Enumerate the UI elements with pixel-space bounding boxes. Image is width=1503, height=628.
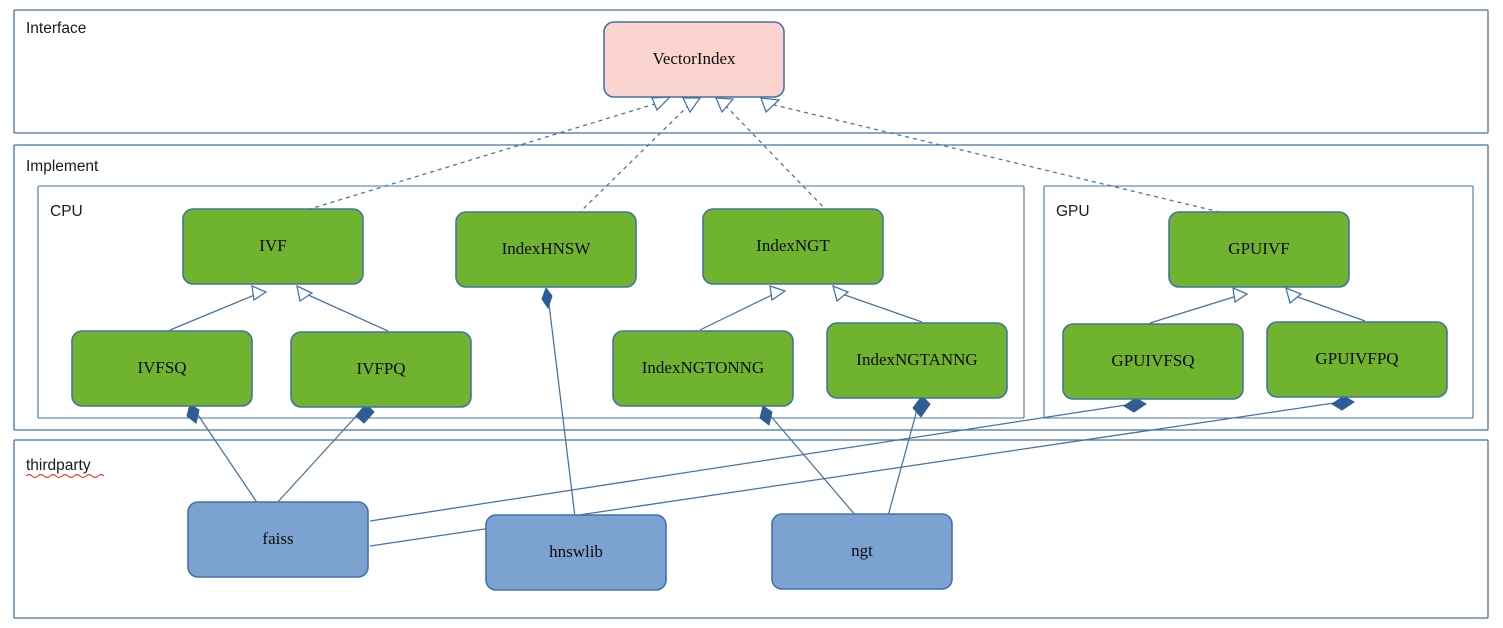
spellcheck-squiggle-icon — [25, 473, 105, 479]
edge-ivfsq-to-faiss — [195, 411, 259, 505]
diamond-indexngtonng-ngt — [759, 405, 773, 426]
edge-gpuivfpq-to-gpuivf — [1294, 295, 1366, 322]
edge-indexngtanng-to-indexngt — [841, 293, 923, 323]
container-thirdparty: thirdparty — [13, 439, 1489, 619]
edge-indexhnsw-to-vectorindex — [577, 103, 691, 215]
edge-ivfpq-to-ivf — [305, 293, 389, 332]
node-ivfpq-label: IVFPQ — [356, 359, 405, 378]
implement-container-label: Implement — [26, 158, 99, 175]
node-indexngtonng-rect[interactable] — [612, 330, 794, 407]
edge-gpuivfsq-to-faiss — [369, 404, 1127, 522]
edge-indexngtonng-to-indexngt — [699, 293, 775, 331]
node-indexhnsw[interactable]: IndexHNSW — [455, 211, 637, 288]
arrowhead-gpuivfsq-gpuivf — [1232, 286, 1249, 304]
node-vectorindex-rect[interactable] — [603, 21, 785, 98]
node-faiss-rect[interactable] — [187, 501, 369, 578]
edge-gpuivf-to-vectorindex — [769, 103, 1229, 215]
node-ivfsq-label: IVFSQ — [137, 358, 186, 377]
node-indexngtonng-label: IndexNGTONNG — [642, 358, 764, 377]
node-gpuivf-label: GPUIVF — [1228, 239, 1289, 258]
arrowhead-indexngt-vectorindex — [715, 97, 735, 114]
edge-group-realization — [299, 96, 1229, 215]
node-faiss[interactable]: faiss — [187, 501, 369, 578]
edge-indexngt-to-vectorindex — [723, 103, 829, 213]
arrowhead-indexngtonng-indexngt — [769, 285, 787, 302]
thirdparty-container-rect — [13, 439, 1489, 619]
node-indexngt[interactable]: IndexNGT — [702, 208, 884, 285]
arrowhead-indexhnsw-vectorindex — [681, 97, 702, 114]
diamond-ivfpq-faiss — [355, 403, 375, 424]
diamond-gpuivfsq-faiss — [1123, 397, 1147, 413]
arrowhead-ivfsq-ivf — [251, 284, 268, 302]
interface-container-label: Interface — [26, 20, 86, 37]
node-ivf-rect[interactable] — [182, 208, 364, 285]
node-ivfsq[interactable]: IVFSQ — [71, 330, 253, 407]
node-faiss-label: faiss — [262, 529, 293, 548]
node-ivf-label: IVF — [259, 236, 286, 255]
arrowhead-ivfpq-ivf — [296, 284, 314, 303]
node-gpuivf[interactable]: GPUIVF — [1168, 211, 1350, 288]
node-ngt[interactable]: ngt — [771, 513, 953, 590]
node-ivf[interactable]: IVF — [182, 208, 364, 285]
edge-group-generalization — [169, 284, 1366, 332]
diamond-ivfsq-faiss — [186, 403, 200, 424]
edge-gpuivfsq-to-gpuivf — [1149, 295, 1238, 324]
node-indexngt-label: IndexNGT — [756, 236, 830, 255]
node-gpuivfpq-label: GPUIVFPQ — [1315, 349, 1398, 368]
edge-indexhnsw-to-hnswlib — [547, 295, 576, 518]
diamond-gpuivfpq-faiss — [1331, 395, 1355, 411]
diamond-indexngtanng-ngt — [912, 395, 931, 418]
edge-ivf-to-vectorindex — [299, 102, 659, 213]
node-ivfsq-rect[interactable] — [71, 330, 253, 407]
node-indexngtanng-rect[interactable] — [826, 322, 1008, 399]
node-indexngtanng[interactable]: IndexNGTANNG — [826, 322, 1008, 399]
edge-indexngtanng-to-ngt — [887, 405, 919, 517]
node-indexngtanng-label: IndexNGTANNG — [856, 350, 977, 369]
edge-ivfsq-to-ivf — [169, 293, 258, 331]
diamond-indexhnsw-hnswlib — [541, 286, 553, 310]
node-ngt-rect[interactable] — [771, 513, 953, 590]
node-vectorindex-label: VectorIndex — [652, 49, 736, 68]
node-ivfpq[interactable]: IVFPQ — [290, 331, 472, 408]
node-gpuivf-rect[interactable] — [1168, 211, 1350, 288]
cpu-container-label: CPU — [50, 203, 83, 220]
node-indexngtonng[interactable]: IndexNGTONNG — [612, 330, 794, 407]
arrowhead-gpuivf-vectorindex — [760, 97, 781, 114]
thirdparty-container-label: thirdparty — [26, 457, 91, 474]
node-vectorindex[interactable]: VectorIndex — [603, 21, 785, 98]
node-indexhnsw-rect[interactable] — [455, 211, 637, 288]
gpu-container-label: GPU — [1056, 203, 1090, 220]
node-indexngt-rect[interactable] — [702, 208, 884, 285]
node-hnswlib-label: hnswlib — [549, 542, 603, 561]
arrowhead-indexngtanng-indexngt — [832, 284, 850, 303]
node-hnswlib[interactable]: hnswlib — [485, 514, 667, 591]
edge-ivfpq-to-faiss — [275, 411, 361, 505]
node-ivfpq-rect[interactable] — [290, 331, 472, 408]
node-hnswlib-rect[interactable] — [485, 514, 667, 591]
node-ngt-label: ngt — [851, 541, 873, 560]
node-gpuivfpq[interactable]: GPUIVFPQ — [1266, 321, 1448, 398]
node-gpuivfsq-rect[interactable] — [1062, 323, 1244, 400]
node-gpuivfsq-label: GPUIVFSQ — [1111, 351, 1194, 370]
edge-indexngtonng-to-ngt — [768, 413, 857, 517]
node-gpuivfpq-rect[interactable] — [1266, 321, 1448, 398]
node-indexhnsw-label: IndexHNSW — [502, 239, 592, 258]
node-gpuivfsq[interactable]: GPUIVFSQ — [1062, 323, 1244, 400]
arrowhead-gpuivfpq-gpuivf — [1285, 286, 1303, 305]
